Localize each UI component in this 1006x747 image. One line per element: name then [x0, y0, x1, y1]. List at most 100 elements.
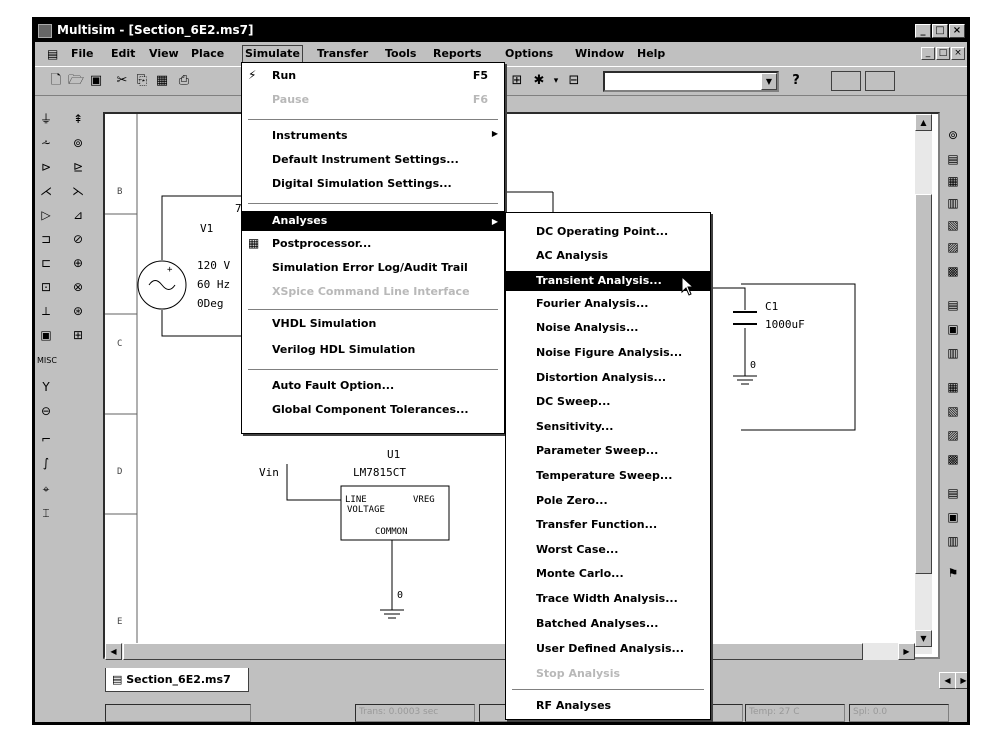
agilent-scope-icon[interactable]: ▥ — [947, 534, 959, 548]
menu-item-ac-analysis[interactable]: AC Analysis — [506, 249, 710, 267]
new-file-icon[interactable]: 🗋 — [50, 73, 62, 88]
menu-item-run[interactable]: ⚡ Run F5 — [242, 68, 504, 87]
menu-item-dc-operating-point[interactable]: DC Operating Point... — [506, 225, 710, 243]
scroll-down-button[interactable]: ▼ — [915, 630, 932, 647]
wire[interactable] — [286, 464, 341, 501]
indicator-icon[interactable]: ▣ — [40, 328, 52, 342]
wire[interactable] — [161, 195, 265, 260]
distortion-analyzer-icon[interactable]: ▧ — [947, 404, 959, 418]
mdi-minimize-button[interactable]: _ — [921, 47, 935, 60]
virtual-rated-icon[interactable]: ⊗ — [72, 280, 84, 294]
basic-icon[interactable]: ⩪ — [40, 136, 52, 150]
dropdown-arrow-icon[interactable]: ▾ — [553, 76, 559, 86]
title-bar[interactable]: Multisim - [Section_6E2.ms7] _ □ × — [35, 20, 967, 42]
multimeter-icon[interactable]: ⊚ — [947, 128, 959, 142]
wire[interactable] — [705, 287, 746, 310]
virtual-analog-icon[interactable]: ⊿ — [72, 208, 84, 222]
cut-icon[interactable]: ✂ — [116, 73, 128, 88]
menu-item-monte-carlo[interactable]: Monte Carlo... — [506, 567, 710, 585]
analysis-graph-icon[interactable] — [865, 71, 895, 91]
database-icon[interactable]: ⊟ — [568, 73, 580, 88]
mixed-icon[interactable]: ⟂ — [41, 304, 50, 318]
copy-icon[interactable]: ⎘ — [136, 73, 148, 88]
menu-file[interactable]: File — [71, 47, 94, 60]
cmos-icon[interactable]: ⊏ — [40, 256, 52, 270]
word-generator-icon[interactable]: ▤ — [947, 298, 959, 312]
menu-edit[interactable]: Edit — [111, 47, 136, 60]
document-icon[interactable]: ▤ — [47, 47, 59, 61]
virtual-measure-icon[interactable]: ⊛ — [72, 304, 84, 318]
menu-item-auto-fault-option[interactable]: Auto Fault Option... — [242, 379, 504, 397]
function-generator-icon[interactable]: ▤ — [947, 152, 959, 166]
save-icon[interactable]: ▣ — [89, 73, 103, 88]
minimize-button[interactable]: _ — [915, 24, 931, 38]
menu-item-transfer-function[interactable]: Transfer Function... — [506, 518, 710, 536]
menu-item-rf-analyses[interactable]: RF Analyses — [506, 699, 710, 717]
u1-regulator-symbol[interactable] — [340, 485, 450, 541]
multisim-app-icon[interactable] — [38, 24, 52, 38]
instrument-icon[interactable] — [831, 71, 861, 91]
tab-section-6e2[interactable]: ▤ Section_6E2.ms7 — [105, 668, 249, 692]
close-button[interactable]: × — [949, 24, 965, 38]
zoom-icon[interactable]: ⊞ — [511, 73, 523, 88]
mdi-restore-button[interactable]: □ — [936, 47, 950, 60]
scroll-left-button[interactable]: ◀ — [105, 643, 122, 660]
menu-item-vhdl-simulation[interactable]: VHDL Simulation — [242, 317, 504, 335]
menu-help[interactable]: Help — [637, 47, 666, 60]
network-analyzer-icon[interactable]: ▩ — [947, 452, 959, 466]
misc-icon[interactable]: MISC — [37, 356, 57, 365]
iv-analyzer-icon[interactable]: ▦ — [947, 380, 959, 394]
menu-item-parameter-sweep[interactable]: Parameter Sweep... — [506, 444, 710, 462]
menu-item-user-defined-analysis[interactable]: User Defined Analysis... — [506, 642, 710, 660]
menu-item-fourier-analysis[interactable]: Fourier Analysis... — [506, 297, 710, 315]
component-wizard-icon[interactable]: ✱ — [533, 73, 545, 88]
tab-scroll-left-button[interactable]: ◀ — [939, 672, 956, 689]
paste-icon[interactable]: ▦ — [155, 73, 169, 88]
horizontal-scroll-thumb[interactable] — [123, 643, 863, 660]
menu-item-default-instrument-settings[interactable]: Default Instrument Settings... — [242, 153, 504, 171]
menu-item-distortion-analysis[interactable]: Distortion Analysis... — [506, 371, 710, 389]
menu-window[interactable]: Window — [575, 47, 625, 60]
mdi-close-button[interactable]: × — [951, 47, 965, 60]
agilent-multimeter-icon[interactable]: ▣ — [947, 510, 959, 524]
menu-item-noise-figure-analysis[interactable]: Noise Figure Analysis... — [506, 346, 710, 364]
scroll-up-button[interactable]: ▲ — [915, 114, 932, 131]
wattmeter-icon[interactable]: ▦ — [947, 174, 959, 188]
spectrum-analyzer-icon[interactable]: ▨ — [947, 428, 959, 442]
menu-view[interactable]: View — [149, 47, 179, 60]
menu-item-sensitivity[interactable]: Sensitivity... — [506, 420, 710, 438]
electromechanical-icon[interactable]: ⊖ — [40, 404, 52, 418]
virtual-source-icon[interactable]: ⇞ — [72, 112, 84, 126]
virtual-diode-icon[interactable]: ⊵ — [72, 160, 84, 174]
menu-item-verilog-hdl-simulation[interactable]: Verilog HDL Simulation — [242, 343, 504, 361]
menu-item-global-component-tolerances[interactable]: Global Component Tolerances... — [242, 403, 504, 421]
open-folder-icon[interactable]: 🗁 — [67, 73, 85, 88]
logic-converter-icon[interactable]: ▥ — [947, 346, 959, 360]
oscilloscope-icon[interactable]: ▥ — [947, 196, 959, 210]
menu-item-trace-width-analysis[interactable]: Trace Width Analysis... — [506, 592, 710, 610]
menu-item-batched-analyses[interactable]: Batched Analyses... — [506, 617, 710, 635]
wire[interactable] — [161, 310, 265, 337]
vertical-scroll-thumb[interactable] — [915, 194, 932, 574]
menu-item-temperature-sweep[interactable]: Temperature Sweep... — [506, 469, 710, 487]
tab-scroll-right-button[interactable]: ▶ — [955, 672, 967, 689]
logic-analyzer-icon[interactable]: ▣ — [947, 322, 959, 336]
transistor-icon[interactable]: ⋌ — [40, 184, 52, 198]
menu-item-instruments[interactable]: Instruments ▶ — [242, 129, 504, 147]
bode-plotter-icon[interactable]: ▨ — [947, 240, 959, 254]
analog-icon[interactable]: ▷ — [41, 208, 51, 222]
chevron-down-icon[interactable]: ▼ — [761, 73, 777, 90]
menu-tools[interactable]: Tools — [385, 47, 417, 60]
measurement-probe-icon[interactable]: ⚑ — [947, 566, 959, 580]
ladder-icon[interactable]: ⌖ — [42, 482, 50, 496]
virtual-basic-icon[interactable]: ⊚ — [72, 136, 84, 150]
rf-icon[interactable]: Y — [42, 380, 50, 394]
misc-digital-icon[interactable]: ⊡ — [40, 280, 52, 294]
menu-item-dc-sweep[interactable]: DC Sweep... — [506, 395, 710, 413]
menu-item-pole-zero[interactable]: Pole Zero... — [506, 494, 710, 512]
menu-item-transient-analysis[interactable]: Transient Analysis... — [506, 271, 710, 291]
source-icon[interactable]: ⏚ — [39, 112, 52, 126]
agilent-generator-icon[interactable]: ▤ — [947, 486, 959, 500]
menu-simulate[interactable]: Simulate — [242, 45, 303, 63]
scroll-right-button[interactable]: ▶ — [898, 643, 915, 660]
